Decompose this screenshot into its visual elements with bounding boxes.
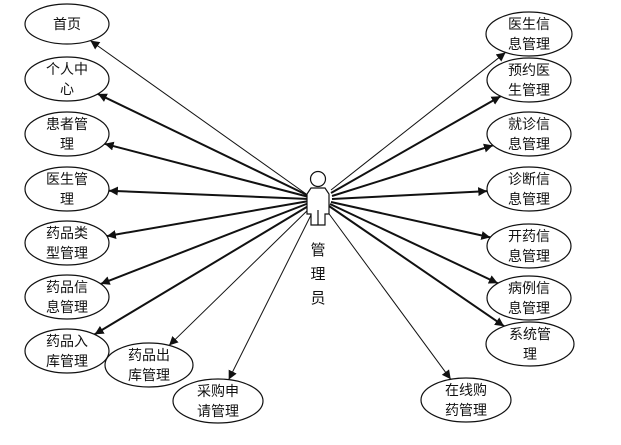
association-purchase bbox=[228, 206, 316, 380]
use-case-ellipse bbox=[24, 111, 110, 157]
association-lines bbox=[90, 40, 506, 380]
actor-body bbox=[306, 187, 330, 226]
use-case-label: 采购申 bbox=[197, 384, 239, 400]
use-case-label: 理 bbox=[523, 347, 537, 363]
use-case-ellipse bbox=[486, 111, 572, 157]
use-case-label: 系统管 bbox=[509, 327, 551, 343]
association-druginfo bbox=[100, 202, 310, 285]
use-case-label: 药品信 bbox=[46, 280, 88, 296]
use-case-label: 患者管 bbox=[46, 117, 88, 133]
use-case-ellipse bbox=[24, 328, 110, 374]
association-home bbox=[90, 40, 310, 197]
use-case-label: 生管理 bbox=[508, 83, 550, 99]
association-patient bbox=[104, 141, 310, 198]
use-case-label: 预约医 bbox=[508, 63, 550, 79]
use-case-label: 首页 bbox=[53, 17, 81, 33]
actor-label-3: 员 bbox=[310, 289, 325, 307]
association-prescribe bbox=[330, 201, 491, 240]
use-case-label: 在线购 bbox=[445, 383, 487, 399]
use-case-label: 息管理 bbox=[508, 136, 550, 153]
use-case-label: 型管理 bbox=[46, 246, 88, 262]
use-case-ellipse bbox=[24, 3, 110, 45]
use-case-ellipse bbox=[24, 274, 110, 320]
use-case-label: 心 bbox=[60, 82, 74, 98]
actor-head bbox=[309, 170, 327, 188]
use-case-label: 医生管 bbox=[46, 172, 88, 188]
use-case-label: 就诊信 bbox=[508, 117, 550, 133]
use-case-label: 息管理 bbox=[46, 299, 88, 316]
use-case-ellipse bbox=[486, 166, 572, 212]
actor-admin[interactable]: 管 理 员 bbox=[306, 170, 330, 308]
use-case-label: 药品类 bbox=[46, 226, 88, 242]
use-case-ellipse bbox=[486, 275, 572, 321]
association-docinfo bbox=[330, 52, 506, 191]
association-diagnose bbox=[331, 187, 488, 200]
use-case-label: 诊断信 bbox=[508, 172, 550, 188]
use-case-label: 药品入 bbox=[46, 334, 88, 350]
use-case-ellipse bbox=[24, 220, 110, 266]
association-case bbox=[329, 203, 499, 285]
actor-label-2: 理 bbox=[310, 265, 325, 283]
use-case-ellipse bbox=[486, 57, 572, 103]
use-case-ellipse bbox=[24, 166, 110, 212]
use-case-label: 息管理 bbox=[508, 191, 550, 208]
use-case-ellipse bbox=[486, 223, 572, 269]
association-drugout bbox=[168, 205, 313, 346]
use-case-label: 库管理 bbox=[46, 354, 88, 370]
use-case-label: 请管理 bbox=[197, 404, 239, 420]
actor-label-1: 管 bbox=[310, 241, 325, 259]
use-case-ellipse bbox=[420, 377, 512, 423]
use-case-label: 息管理 bbox=[508, 36, 550, 53]
use-case-home[interactable]: 首页 bbox=[24, 3, 110, 45]
association-appoint bbox=[330, 95, 502, 194]
use-case-label: 药管理 bbox=[445, 403, 487, 419]
use-case-ellipse bbox=[104, 342, 194, 388]
use-case-nodes: 首页个人中心患者管理医生管理药品类型管理药品信息管理药品入库管理药品出库管理采购… bbox=[24, 3, 575, 424]
association-doctor bbox=[108, 186, 310, 200]
use-case-ellipse bbox=[485, 11, 573, 57]
association-drugtype bbox=[106, 200, 310, 239]
use-case-label: 病例信 bbox=[508, 281, 550, 297]
association-personal bbox=[97, 93, 310, 197]
association-system bbox=[328, 205, 505, 328]
association-online bbox=[323, 206, 452, 380]
use-case-label: 理 bbox=[60, 137, 74, 153]
use-case-label: 开药信 bbox=[508, 229, 550, 245]
association-visit bbox=[331, 143, 494, 197]
use-case-label: 药品出 bbox=[128, 348, 170, 364]
use-case-label: 医生信 bbox=[508, 17, 550, 33]
use-case-ellipse bbox=[172, 378, 264, 424]
use-case-label: 息管理 bbox=[508, 300, 550, 317]
use-case-ellipse bbox=[485, 321, 575, 367]
association-drugin bbox=[94, 204, 311, 336]
use-case-label: 库管理 bbox=[128, 368, 170, 384]
use-case-ellipse bbox=[24, 56, 110, 102]
use-case-label: 息管理 bbox=[508, 248, 550, 265]
use-case-label: 理 bbox=[60, 192, 74, 208]
use-case-label: 个人中 bbox=[46, 62, 88, 78]
